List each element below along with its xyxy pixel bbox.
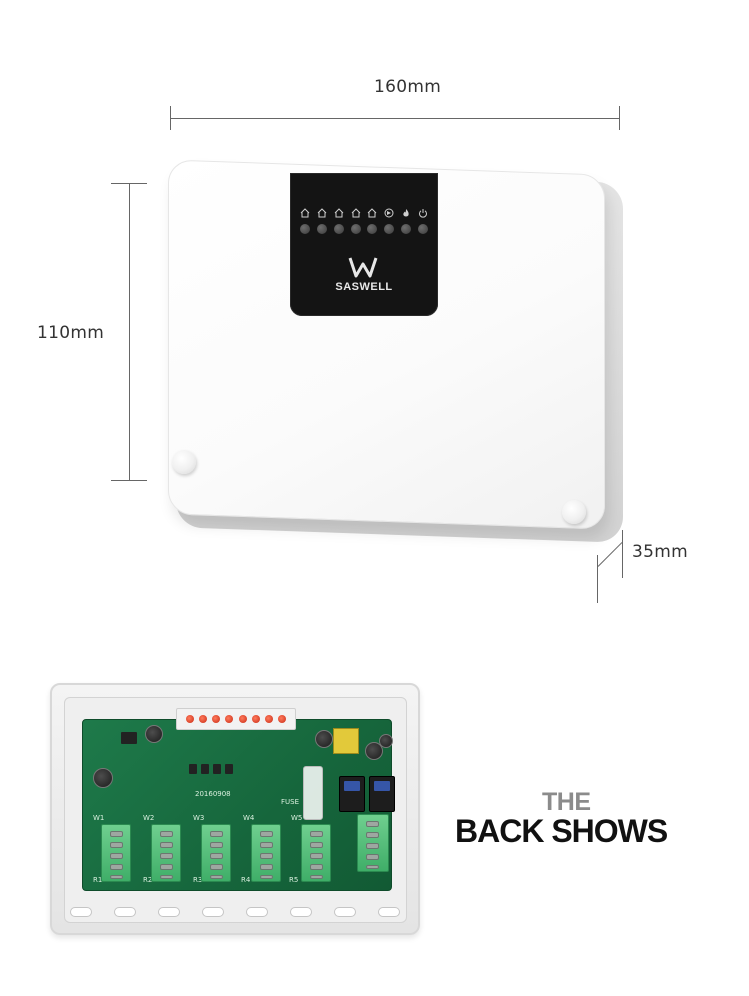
- control-panel: SASWELL: [290, 173, 438, 316]
- status-led: [384, 224, 395, 234]
- fuse: [303, 766, 323, 820]
- header-pin: [238, 715, 247, 723]
- vent-slot: [246, 907, 268, 917]
- status-led: [333, 224, 344, 234]
- led-header-strip: [176, 708, 296, 730]
- home-icon: [317, 208, 327, 218]
- zone-label-w1: W1: [93, 814, 105, 822]
- terminal-block: [101, 824, 131, 882]
- fuse-label: FUSE: [281, 798, 300, 806]
- header-pin: [225, 715, 234, 723]
- relay-label-r2: R2: [143, 876, 153, 884]
- relay-label-r3: R3: [193, 876, 203, 884]
- smd-component: [225, 764, 233, 774]
- home-icon: [351, 208, 360, 218]
- screw-cap-left: [172, 450, 196, 474]
- vent-slot: [158, 907, 180, 917]
- screw-cap-right: [562, 500, 586, 524]
- zone-label-w3: W3: [193, 814, 205, 822]
- caption-line-2: BACK SHOWS: [455, 813, 668, 849]
- smd-component: [213, 764, 221, 774]
- height-label: 110mm: [37, 323, 105, 343]
- relay-label-r5: R5: [289, 876, 299, 884]
- zone-label-w2: W2: [143, 814, 155, 822]
- home-icon: [300, 208, 310, 218]
- depth-label: 35mm: [632, 542, 688, 562]
- smd-component: [189, 764, 197, 774]
- saswell-logo-icon: [348, 257, 378, 278]
- terminal-block: [301, 824, 331, 882]
- vent-slot: [70, 907, 92, 917]
- caption-line-1: THE: [542, 788, 591, 816]
- indicator-icon-row: [300, 208, 428, 218]
- circuit-board: 20160908 FUSE W1 W2 W3 W4 W5 R1 R2 R3 R4…: [82, 719, 395, 891]
- status-led: [300, 224, 310, 234]
- vent-slot: [290, 907, 312, 917]
- back-enclosure: 20160908 FUSE W1 W2 W3 W4 W5 R1 R2 R3 R4…: [50, 683, 420, 935]
- capacitor: [365, 742, 383, 760]
- led-row: [300, 224, 428, 234]
- header-pin: [278, 715, 287, 723]
- capacitor: [93, 768, 113, 788]
- vent-slot: [114, 907, 136, 917]
- relay-label-r1: R1: [93, 876, 103, 884]
- transformer: [333, 728, 359, 754]
- zone-label-w4: W4: [243, 814, 255, 822]
- relay: [339, 776, 365, 812]
- header-pin: [185, 715, 194, 723]
- power-icon: [418, 209, 427, 218]
- vent-slot: [378, 907, 400, 917]
- status-led: [417, 224, 428, 234]
- terminal-block: [201, 824, 231, 882]
- status-led: [316, 224, 327, 234]
- smd-component: [201, 764, 209, 774]
- terminal-block: [357, 814, 389, 872]
- zone-label-w5: W5: [291, 814, 303, 822]
- header-pin: [198, 715, 207, 723]
- header-pin: [212, 715, 221, 723]
- terminal-block: [151, 824, 181, 882]
- terminal-block: [251, 824, 281, 882]
- header-pin: [251, 715, 260, 723]
- flame-icon: [403, 209, 409, 217]
- ic-chip: [121, 732, 137, 744]
- brand-name: SASWELL: [335, 281, 393, 293]
- header-pin: [265, 715, 274, 723]
- capacitor: [315, 730, 333, 748]
- status-led: [367, 224, 378, 234]
- relay: [369, 776, 395, 812]
- status-led: [401, 224, 412, 234]
- vent-slot: [202, 907, 224, 917]
- width-label: 160mm: [374, 77, 442, 97]
- home-icon: [368, 208, 377, 218]
- status-led: [350, 224, 361, 234]
- relay-label-r4: R4: [241, 876, 251, 884]
- pump-icon: [384, 208, 394, 218]
- vent-row: [70, 907, 400, 917]
- capacitor: [379, 734, 393, 748]
- vent-slot: [334, 907, 356, 917]
- home-icon: [334, 208, 344, 218]
- date-code: 20160908: [195, 790, 231, 798]
- capacitor: [145, 725, 163, 743]
